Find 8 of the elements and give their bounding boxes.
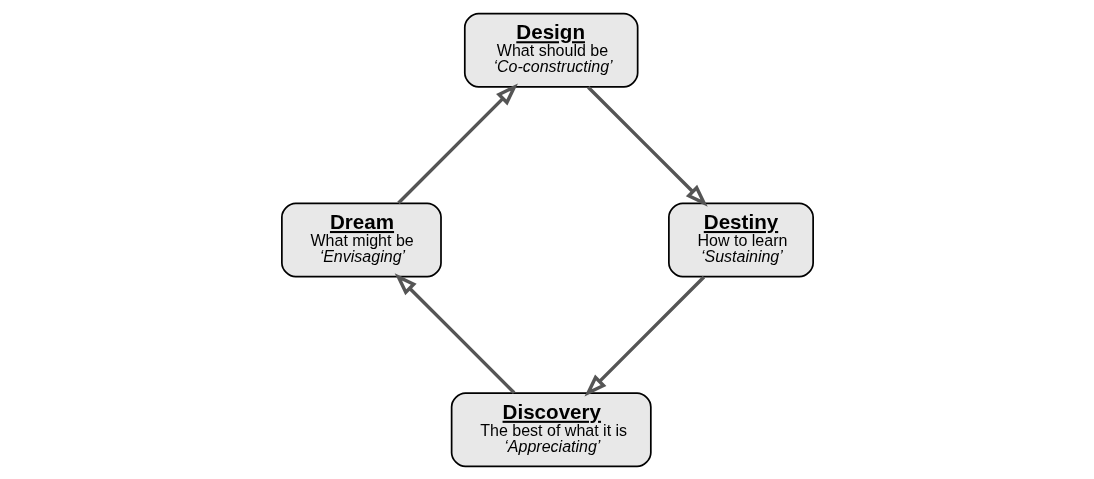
node-box: Destiny How to learn ‘Sustaining’ bbox=[667, 202, 814, 277]
arrow bbox=[586, 85, 708, 207]
node-box: Dream What might be ‘Envisaging’ bbox=[280, 202, 442, 277]
arrow bbox=[394, 272, 515, 394]
node-box: Design What should be ‘Co-constructing’ bbox=[463, 12, 638, 88]
node-box: Discovery The best of what it is ‘Appreciating’ bbox=[450, 391, 652, 467]
arrow bbox=[396, 83, 518, 204]
arrow bbox=[584, 275, 705, 396]
